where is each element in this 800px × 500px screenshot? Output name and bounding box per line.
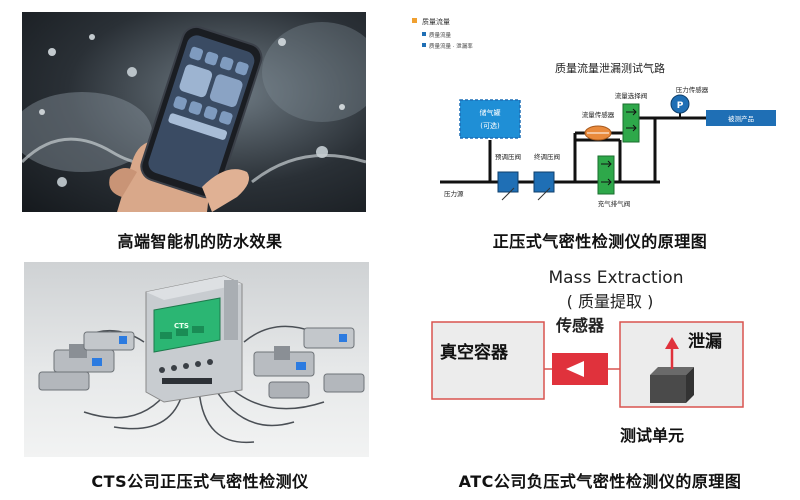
waterproof-phone-illustration (22, 22, 366, 212)
product-box (706, 110, 776, 126)
gas-tank-label: 储气罐 (480, 108, 501, 117)
pressure-source-label: 压力源 (444, 189, 464, 198)
flow-select-valve (622, 103, 640, 143)
negative-pressure-diagram: Mass Extraction ( 质量提取 ) 传感器 真空容器 泄漏 测试单… (400, 255, 800, 455)
legend-marker-blue-1 (422, 32, 426, 36)
preset-valve (497, 171, 519, 193)
cts-device-photo: CTS (24, 262, 369, 457)
caption-atc-diagram: ATC公司负压式气密性检测仪的原理图 (458, 472, 742, 491)
legend-marker-orange (412, 18, 417, 23)
sensor-label: 传感器 (555, 316, 605, 335)
sensor-arrow-icon (566, 361, 584, 377)
mass-extraction-title-cn: ( 质量提取 ) (567, 292, 654, 311)
diagram-title: 质量流量泄漏测试气路 (555, 61, 665, 75)
vacuum-container (431, 321, 545, 400)
gas-tank-sub: (可选) (480, 121, 500, 130)
pressure-sensor (670, 94, 690, 114)
leak-arrow-icon (665, 337, 679, 349)
test-cube (650, 375, 686, 403)
fill-exhaust-valve-label: 充气排气阀 (598, 199, 631, 208)
pressure-sensor-symbol: P (677, 101, 684, 111)
caption-cts-device: CTS公司正压式气密性检测仪 (91, 472, 309, 491)
legend-heading: 质量流量 (422, 17, 450, 26)
vacuum-container-label: 真空容器 (440, 342, 509, 363)
final-valve (533, 171, 555, 193)
caption-positive-pressure: 正压式气密性检测仪的原理图 (492, 232, 708, 251)
legend-item-2: 质量流量 · 泄漏率 (429, 42, 473, 50)
product-label: 被测产品 (728, 114, 754, 123)
gas-tank (459, 99, 521, 139)
caption-waterproof: 高端智能机的防水效果 (117, 232, 283, 251)
pressure-sensor-label: 压力传感器 (676, 85, 709, 94)
positive-pressure-diagram: 质量流量 质量流量 质量流量 · 泄漏率 质量流量泄漏测试气路 储气罐 (可选)… (400, 0, 800, 220)
legend-marker-blue-2 (422, 43, 426, 47)
legend-item-1: 质量流量 (429, 31, 452, 39)
flow-select-valve-label: 流量选择阀 (615, 91, 648, 100)
flow-sensor-label: 流量传感器 (582, 110, 615, 119)
test-unit-label: 测试单元 (620, 426, 684, 445)
fill-exhaust-valve (597, 155, 615, 195)
preset-valve-label: 预调压阀 (495, 152, 521, 161)
mass-extraction-title: Mass Extraction (549, 268, 684, 288)
waterproof-phone-photo (22, 12, 366, 212)
leak-label: 泄漏 (688, 331, 722, 352)
final-valve-label: 终调压阀 (534, 152, 560, 161)
cts-device-illustration: CTS (38, 275, 365, 444)
device-screen-text: CTS (174, 322, 189, 330)
